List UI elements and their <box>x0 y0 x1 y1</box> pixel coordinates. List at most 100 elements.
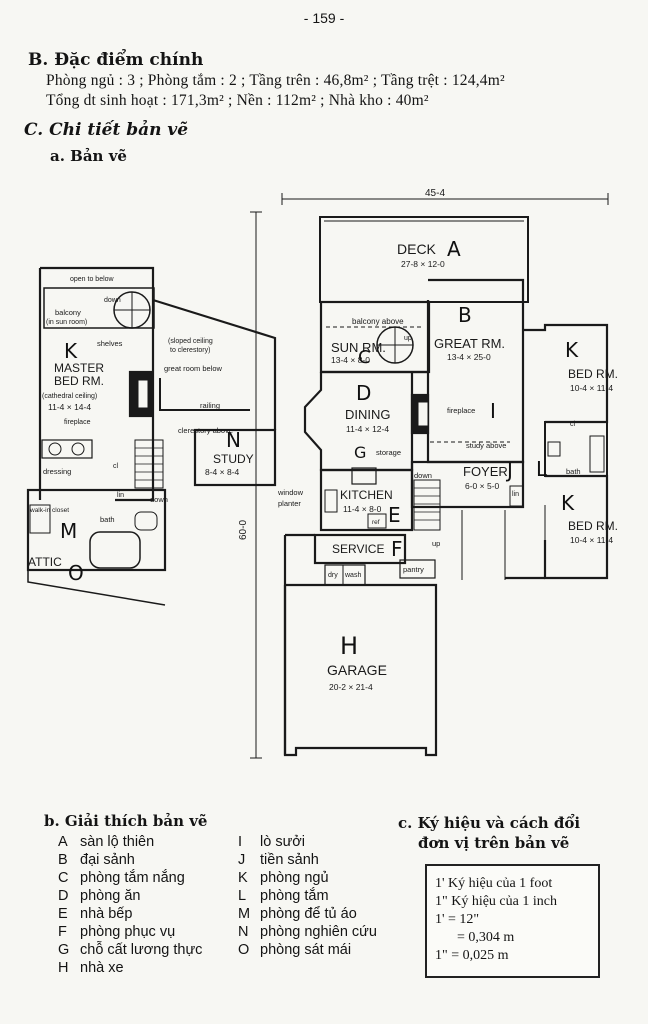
linen-label: lin <box>512 491 519 498</box>
units-foot: 1' Ký hiệu của 1 foot <box>435 876 553 891</box>
bedroom-2-label: BED RM. <box>568 519 618 533</box>
letter-j: J <box>505 458 513 482</box>
letter-b: B <box>458 303 472 327</box>
features-line-2: Tổng dt sinh hoạt : 171,3m² ; Nền : 112m… <box>46 92 429 109</box>
sun-room-dims: 13-4 × 8-0 <box>331 355 370 365</box>
upper-closet-label: cl <box>113 463 119 470</box>
bath-label: bath <box>566 467 581 476</box>
letter-h: H <box>340 632 358 660</box>
units-title-line-2: đơn vị trên bản vẽ <box>418 834 570 852</box>
railing-label: railing <box>200 401 220 410</box>
cathedral-ceiling-label: (cathedral ceiling) <box>42 393 97 400</box>
in-sun-room-label: (in sun room) <box>46 319 87 326</box>
bedroom-2-dims: 10-4 × 11-4 <box>570 535 613 545</box>
letter-a: A <box>447 237 461 261</box>
letter-m: M <box>60 519 77 543</box>
attic-label: ATTIC <box>28 555 62 569</box>
units-box: 1' Ký hiệu của 1 foot 1" Ký hiệu của 1 i… <box>425 864 600 978</box>
kitchen-dims: 11-4 × 8-0 <box>343 504 382 514</box>
legend-title: b. Giải thích bản vẽ <box>44 812 208 830</box>
letter-l: L <box>536 457 548 481</box>
study-label: STUDY <box>213 452 254 466</box>
window-label: window <box>277 488 304 497</box>
closet-label: cl <box>570 421 576 428</box>
dining-label: DINING <box>345 407 391 422</box>
upper-bath-label: bath <box>100 515 115 524</box>
balcony-label: balcony <box>55 308 81 317</box>
upper-stair-down-label: down <box>150 495 168 504</box>
study-dims: 8-4 × 8-4 <box>205 467 240 477</box>
letter-e: E <box>388 503 401 527</box>
foyer-label: FOYER <box>463 464 508 479</box>
foyer-dims: 6-0 × 5-0 <box>465 481 500 491</box>
sun-stair-up: up <box>404 335 412 342</box>
letter-k-bedroom-2: K <box>561 491 575 515</box>
sloped-ceiling-label: (sloped ceiling <box>168 338 213 345</box>
section-c-title: C. Chi tiết bản vẽ <box>24 120 189 140</box>
features-line-1: Phòng ngủ : 3 ; Phòng tắm : 2 ; Tầng trê… <box>46 72 505 89</box>
letter-k-bedroom-1: K <box>565 338 579 362</box>
letter-n: N <box>226 428 241 452</box>
storage-label: storage <box>376 448 401 457</box>
overall-width-label: 45-4 <box>425 188 445 199</box>
dressing-label: dressing <box>43 467 71 476</box>
upper-linen-label: lin <box>117 492 124 499</box>
fireplace-label: fireplace <box>447 406 475 415</box>
open-to-below-label: open to below <box>70 276 115 283</box>
great-room-label: GREAT RM. <box>434 336 505 351</box>
overall-depth-label: 60-0 <box>238 520 249 540</box>
master-bed-label-2: BED RM. <box>54 374 104 388</box>
letter-g: G <box>354 443 366 462</box>
dining-dims: 11-4 × 12-4 <box>346 424 389 434</box>
to-clerestory-label: to clerestory) <box>170 347 210 354</box>
wash-label: wash <box>344 572 361 579</box>
garage-dims: 20-2 × 21-4 <box>329 682 373 692</box>
units-foot-in-meters: = 0,304 m <box>457 930 515 945</box>
great-room-below-label: great room below <box>164 364 223 373</box>
service-label: SERVICE <box>332 542 384 556</box>
section-c-subtitle: a. Bản vẽ <box>50 147 127 165</box>
dry-label: dry <box>328 572 338 579</box>
great-room-dims: 13-4 × 25-0 <box>447 352 491 362</box>
stair-up-label: up <box>432 539 440 548</box>
shelves-label: shelves <box>97 339 123 348</box>
garage-label: GARAGE <box>327 662 387 678</box>
units-title-line-1: c. Ký hiệu và cách đổi <box>398 814 581 832</box>
units-inch-in-meters: 1" = 0,025 m <box>435 948 509 963</box>
planter-label: planter <box>278 499 301 508</box>
clerestory-above-label: clerestory above <box>178 426 233 435</box>
deck-dims: 27-8 × 12-0 <box>401 259 445 269</box>
bedroom-1-dims: 10-4 × 11-4 <box>570 383 613 393</box>
page-number: - 159 - <box>303 10 345 26</box>
study-above-label: study above <box>466 441 506 450</box>
section-b-title: B. Đặc điểm chính <box>28 50 204 70</box>
bedroom-1-label: BED RM. <box>568 367 618 381</box>
stair-down-label: down <box>414 471 432 480</box>
deck-label: DECK <box>397 241 437 257</box>
upper-down-label: down <box>104 297 121 304</box>
letter-i: I <box>490 399 496 423</box>
upper-fireplace-label: fireplace <box>64 419 91 426</box>
master-bed-dims: 11-4 × 14-4 <box>48 402 91 412</box>
letter-o: O <box>68 561 84 585</box>
letter-c: C <box>358 347 371 368</box>
letter-k-master: K <box>64 339 78 363</box>
kitchen-label: KITCHEN <box>340 488 393 502</box>
floor-plan: 45-4 60-0 DECK 27-8 × 12-0 GREAT RM. 13-… <box>26 188 618 759</box>
sun-room-label: SUN RM. <box>331 340 386 355</box>
units-foot-in-inches: 1' = 12" <box>435 912 480 927</box>
master-bed-label: MASTER <box>54 361 104 375</box>
